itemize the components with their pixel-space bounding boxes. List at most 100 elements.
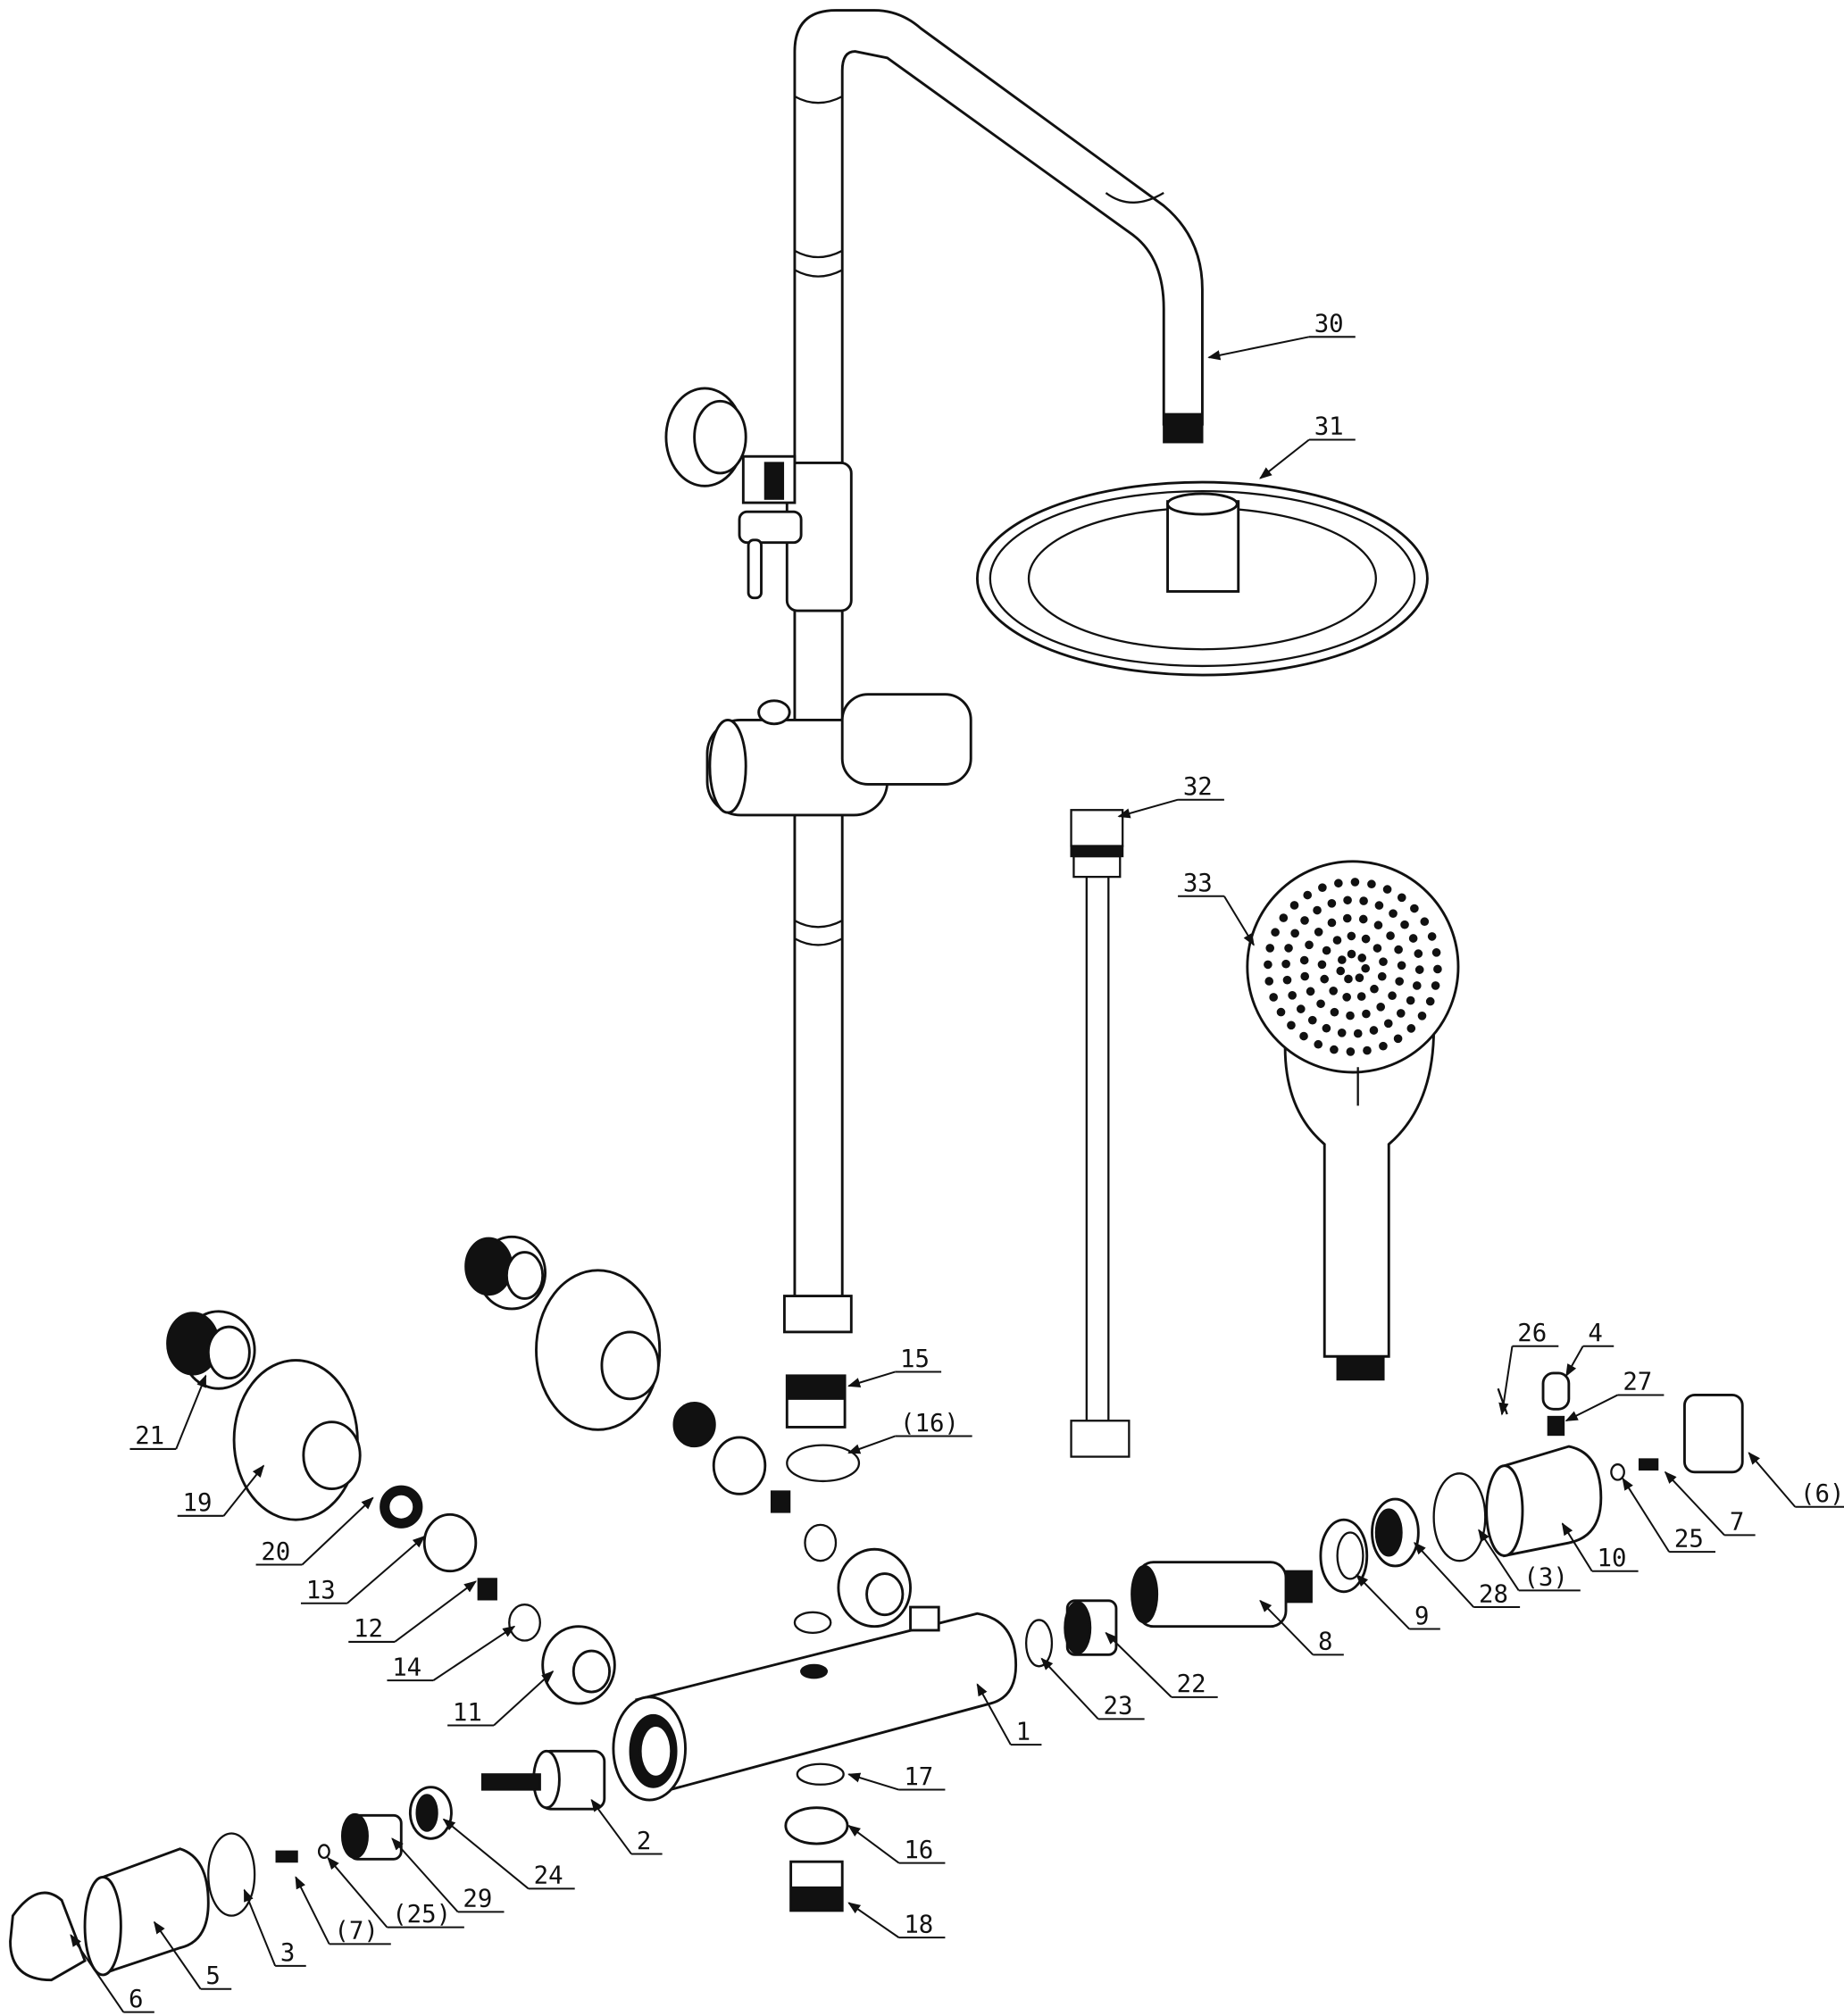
callout-13: 13 (300, 1535, 426, 1604)
spray-nozzle (1290, 929, 1299, 938)
part-number-label: 3 (280, 1939, 295, 1967)
leader-arrow (70, 1934, 125, 2013)
leader-arrow (1259, 438, 1310, 479)
leader-arrow (1748, 1452, 1797, 1508)
spray-nozzle (1347, 949, 1356, 959)
spray-nozzle (1417, 1011, 1427, 1020)
spray-nozzle (1276, 1007, 1286, 1017)
leader-arrow (590, 1798, 632, 1855)
callout-30: 30 (1207, 311, 1356, 361)
spray-nozzle (1433, 964, 1442, 974)
spray-nozzle (1362, 1009, 1371, 1019)
spray-nozzle (1306, 987, 1315, 996)
leader-arrow (1040, 1657, 1099, 1720)
leader-arrow (847, 1825, 900, 1864)
spray-nozzle (1355, 973, 1364, 983)
callout-10: 10 (1561, 1522, 1639, 1572)
spray-nozzle (1400, 920, 1409, 929)
part-number-label: 7 (1730, 1509, 1744, 1537)
spray-nozzle (1307, 1015, 1317, 1025)
leader-arrow (394, 1580, 477, 1643)
leader-arrow (153, 1920, 202, 1990)
spray-nozzle (1377, 971, 1387, 981)
spray-nozzle (1395, 977, 1404, 986)
part-number-label: 21 (135, 1422, 164, 1450)
part-number-label: 14 (392, 1654, 421, 1681)
callout-28: 28 (1414, 1542, 1521, 1608)
leader-arrow (1561, 1522, 1593, 1572)
spray-nozzle (1265, 944, 1275, 953)
spray-nozzle (1303, 890, 1313, 900)
bottom-outlet-parts (784, 1762, 849, 1912)
spray-nozzle (1408, 934, 1418, 943)
spray-nozzle (1427, 932, 1437, 941)
callout-11: 11 (447, 1670, 555, 1727)
spray-nozzle (1317, 960, 1327, 970)
spray-nozzle (1318, 883, 1327, 893)
leader-arrow (1259, 1599, 1314, 1656)
spray-nozzle (1269, 993, 1278, 1002)
part-number-label: 12 (354, 1615, 383, 1643)
spray-nozzle (1350, 878, 1360, 887)
leader-arrow (222, 1464, 265, 1517)
leader-arrow (391, 1837, 459, 1913)
overhead-shower-head (975, 480, 1429, 677)
leader-arrow (1478, 1529, 1520, 1591)
callout-19: 19 (177, 1464, 265, 1517)
right-inlet-parts (464, 1235, 912, 1635)
callout-29: 29 (391, 1837, 505, 1913)
part-number-label: 20 (261, 1538, 290, 1566)
part-number-label: 6 (129, 1986, 143, 2013)
spray-nozzle (1342, 913, 1352, 923)
part-number-label: (6) (1800, 1480, 1844, 1508)
spray-nozzle (1420, 917, 1430, 927)
spray-nozzle (1330, 1007, 1339, 1017)
callout-25: 25 (1622, 1477, 1715, 1553)
part-number-label: 5 (205, 1962, 220, 1990)
spray-nozzle (1299, 955, 1309, 965)
spray-nozzle (1359, 896, 1368, 905)
callout-32: 32 (1117, 773, 1224, 819)
spray-nozzle (1373, 921, 1383, 930)
part-number-label: 19 (182, 1489, 212, 1517)
callout-8: 8 (1259, 1599, 1344, 1656)
spray-nozzle (1289, 901, 1299, 910)
leader-arrow (175, 1374, 207, 1450)
leader-arrow (301, 1496, 374, 1566)
part-number-label: (25) (392, 1901, 451, 1929)
spray-nozzle (1414, 949, 1423, 958)
spray-nozzle (1353, 1029, 1363, 1038)
spray-nozzle (1406, 1024, 1416, 1033)
spray-nozzle (1370, 984, 1379, 994)
spray-nozzle (1388, 991, 1397, 1001)
spray-nozzle (1394, 945, 1403, 954)
spray-nozzle (1379, 957, 1388, 967)
spray-nozzle (1287, 1020, 1296, 1030)
callout-17: 17 (847, 1763, 946, 1791)
leader-arrow (243, 1888, 277, 1967)
spray-nozzle (1322, 946, 1331, 955)
part-number-label: 27 (1623, 1369, 1652, 1396)
part-number-label: 31 (1314, 413, 1344, 441)
leader-arrow (346, 1535, 426, 1604)
spray-nozzle (1299, 1031, 1308, 1041)
spray-nozzle (1344, 974, 1353, 984)
part-number-label: 11 (453, 1699, 482, 1727)
spray-nozzle (1425, 996, 1435, 1006)
part-number-label: 22 (1177, 1670, 1206, 1698)
callout-ref-6ref-: (6) (1748, 1452, 1844, 1508)
spray-nozzle (1264, 960, 1272, 970)
spray-nozzle (1369, 1026, 1379, 1035)
leader-arrow (1565, 1345, 1584, 1378)
part-number-label: 28 (1479, 1580, 1508, 1608)
callout-1: 1 (976, 1683, 1042, 1745)
part-number-label: 25 (1674, 1525, 1704, 1553)
part-number-label: (3) (1523, 1564, 1567, 1592)
spray-nozzle (1374, 901, 1384, 910)
callout-20: 20 (255, 1496, 374, 1566)
spray-nozzle (1300, 971, 1310, 981)
callout-31: 31 (1259, 413, 1356, 479)
spray-nozzle (1410, 904, 1419, 913)
spray-nozzle (1327, 918, 1337, 928)
leader-arrow (1356, 1574, 1410, 1630)
